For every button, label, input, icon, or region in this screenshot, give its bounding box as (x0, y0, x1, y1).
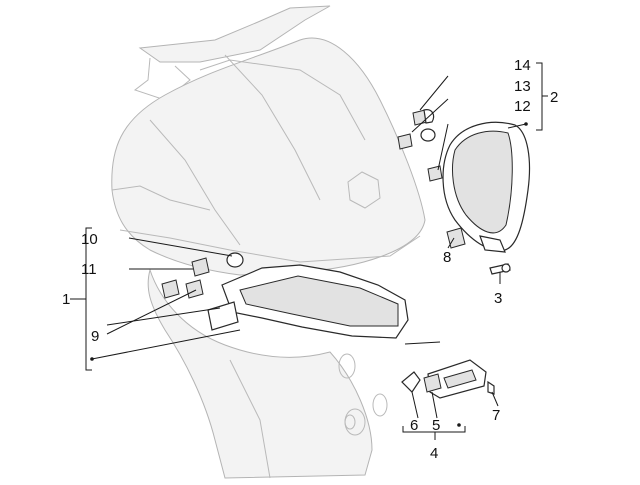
callout-9: 9 (91, 328, 99, 345)
screw-3 (489, 263, 511, 275)
bulb-10 (226, 252, 244, 268)
bulb-14 (412, 109, 435, 126)
leader-lines (91, 75, 501, 419)
callout-labels: 1 2 3 4 5 6 7 8 9 10 11 12 13 14 (62, 57, 558, 462)
callout-8: 8 (443, 249, 451, 266)
side-light-lens (207, 264, 409, 339)
tail-light-lens (442, 121, 531, 253)
callout-10: 10 (81, 231, 98, 248)
bulb-11 (161, 257, 210, 299)
callout-6: 6 (410, 417, 418, 434)
callout-3: 3 (494, 290, 502, 307)
callout-5: 5 (432, 417, 440, 434)
callout-4: 4 (430, 445, 438, 462)
callout-2: 2 (550, 89, 558, 106)
callout-7: 7 (492, 407, 500, 424)
bulb-12-socket (427, 165, 443, 182)
bulb-9 (185, 279, 204, 299)
callout-12: 12 (514, 98, 531, 115)
callout-14: 14 (514, 57, 531, 74)
callout-11: 11 (81, 261, 97, 278)
plate-light (401, 359, 495, 399)
rear-body-ghost (111, 5, 426, 479)
bulb-13 (397, 128, 436, 150)
callout-1: 1 (62, 291, 70, 308)
callout-13: 13 (514, 78, 531, 95)
group-brackets (70, 62, 548, 440)
